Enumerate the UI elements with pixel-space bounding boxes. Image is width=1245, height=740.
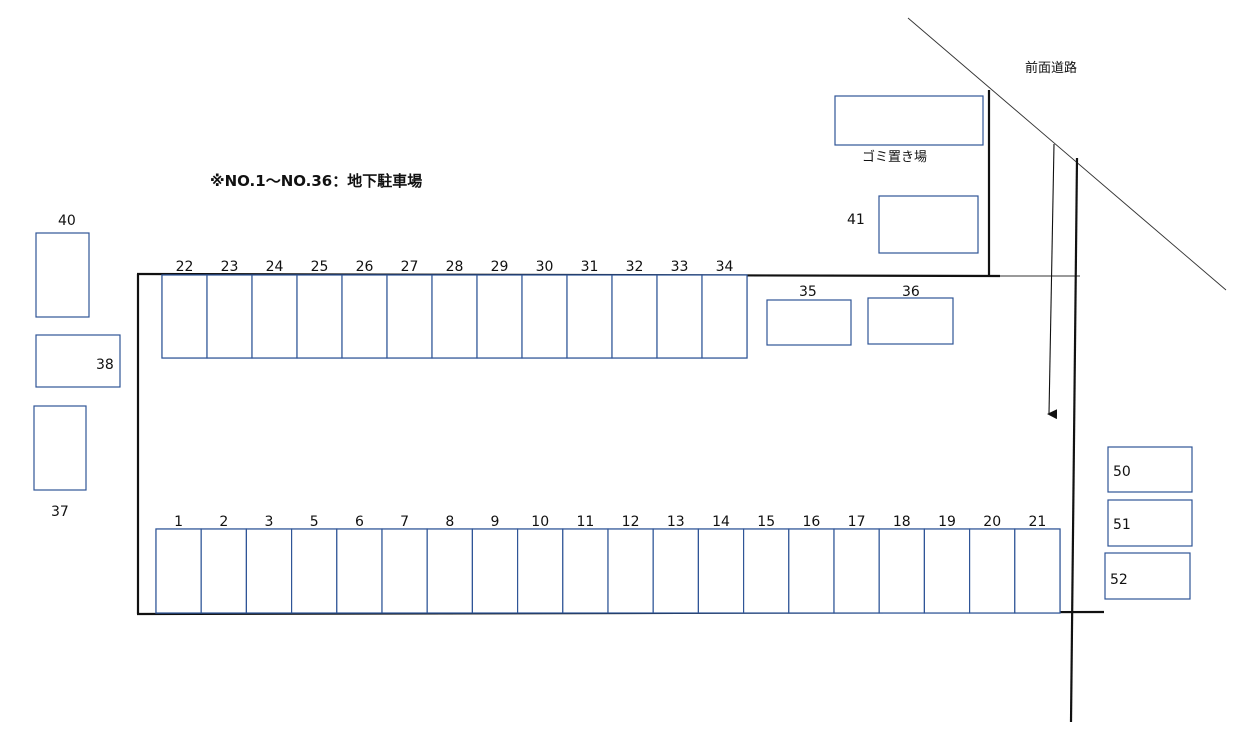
parking-space-9 bbox=[471, 528, 519, 614]
parking-space-17 bbox=[833, 528, 880, 614]
parking-space-14 bbox=[697, 528, 745, 614]
space-15-label: 15 bbox=[757, 514, 775, 530]
parking-space-31 bbox=[566, 274, 613, 359]
parking-space-21 bbox=[1014, 528, 1061, 614]
parking-space-27 bbox=[386, 274, 433, 359]
parking-space-18 bbox=[878, 528, 926, 614]
parking-space-1 bbox=[155, 528, 202, 614]
space-34-label: 34 bbox=[716, 259, 734, 275]
space-9-label: 9 bbox=[491, 514, 500, 530]
space-31-label: 31 bbox=[581, 259, 599, 275]
parking-space-28 bbox=[431, 274, 478, 359]
space-13-label: 13 bbox=[667, 514, 685, 530]
space-37-label: 37 bbox=[51, 504, 69, 520]
space-50-label: 50 bbox=[1113, 464, 1131, 480]
parking-space-52 bbox=[1104, 552, 1191, 600]
parking-space-33 bbox=[656, 274, 703, 359]
parking-space-8 bbox=[426, 528, 474, 614]
space-51-label: 51 bbox=[1113, 517, 1131, 533]
parking-space-24 bbox=[251, 274, 298, 359]
top-row-spaces: 22 23 24 25 26 27 28 29 30 31 32 33 34 bbox=[161, 259, 748, 359]
parking-space-13 bbox=[652, 528, 700, 614]
space-35-label: 35 bbox=[799, 284, 817, 300]
parking-space-30 bbox=[521, 274, 568, 359]
space-20-label: 20 bbox=[983, 514, 1001, 530]
parking-space-19 bbox=[923, 528, 971, 614]
space-33-label: 33 bbox=[671, 259, 689, 275]
space-18-label: 18 bbox=[893, 514, 911, 530]
space-11-label: 11 bbox=[576, 514, 594, 530]
parking-space-26 bbox=[341, 274, 388, 359]
road-label: 前面道路 bbox=[1025, 60, 1077, 76]
space-26-label: 26 bbox=[356, 259, 374, 275]
parking-space-29 bbox=[476, 274, 523, 359]
parking-space-2 bbox=[200, 528, 247, 614]
parking-space-11 bbox=[562, 528, 609, 614]
parking-space-34 bbox=[701, 274, 748, 359]
parking-space-6 bbox=[336, 528, 383, 614]
space-22-label: 22 bbox=[176, 259, 194, 275]
space-28-label: 28 bbox=[446, 259, 464, 275]
space-12-label: 12 bbox=[622, 514, 640, 530]
parking-space-15 bbox=[742, 528, 790, 614]
space-14-label: 14 bbox=[712, 514, 730, 530]
space-21-label: 21 bbox=[1028, 514, 1046, 530]
parking-space-38 bbox=[35, 334, 121, 388]
space-19-label: 19 bbox=[938, 514, 956, 530]
parking-space-20 bbox=[968, 528, 1016, 614]
space-52-label: 52 bbox=[1110, 572, 1128, 588]
parking-space-41 bbox=[878, 195, 979, 254]
garbage-area-label: ゴミ置き場 bbox=[862, 149, 927, 165]
space-23-label: 23 bbox=[221, 259, 239, 275]
space-24-label: 24 bbox=[266, 259, 284, 275]
parking-space-32 bbox=[611, 274, 658, 359]
parking-space-36 bbox=[867, 297, 954, 345]
space-41-label: 41 bbox=[847, 212, 865, 228]
parking-space-3 bbox=[245, 528, 293, 614]
space-27-label: 27 bbox=[401, 259, 419, 275]
parking-space-7 bbox=[381, 528, 428, 614]
space-25-label: 25 bbox=[311, 259, 329, 275]
road-edge-line bbox=[907, 17, 1227, 291]
space-2-label: 2 bbox=[219, 514, 228, 530]
parking-space-25 bbox=[296, 274, 343, 359]
underground-parking-note: ※NO.1～NO.36：地下駐車場 bbox=[210, 172, 422, 190]
space-3-label: 3 bbox=[265, 514, 274, 530]
parking-space-16 bbox=[788, 528, 835, 614]
entrance-wall bbox=[1069, 157, 1079, 723]
space-16-label: 16 bbox=[802, 514, 820, 530]
space-5-label: 5 bbox=[310, 514, 319, 530]
parking-space-40 bbox=[35, 232, 90, 318]
parking-space-10 bbox=[516, 528, 564, 614]
parking-space-23 bbox=[206, 274, 253, 359]
space-10-label: 10 bbox=[531, 514, 549, 530]
space-40-label: 40 bbox=[58, 213, 76, 229]
space-6-label: 6 bbox=[355, 514, 364, 530]
parking-space-5 bbox=[291, 528, 338, 614]
entrance-direction-arrow-icon bbox=[1047, 143, 1058, 420]
space-29-label: 29 bbox=[491, 259, 509, 275]
space-7-label: 7 bbox=[400, 514, 409, 530]
space-17-label: 17 bbox=[848, 514, 866, 530]
space-36-label: 36 bbox=[902, 284, 920, 300]
garbage-area bbox=[834, 95, 984, 146]
space-8-label: 8 bbox=[445, 514, 454, 530]
space-38-label: 38 bbox=[96, 357, 114, 373]
parking-space-51 bbox=[1107, 499, 1193, 547]
space-30-label: 30 bbox=[536, 259, 554, 275]
parking-space-35 bbox=[766, 299, 852, 346]
space-32-label: 32 bbox=[626, 259, 644, 275]
parking-space-12 bbox=[607, 528, 654, 614]
parking-space-50 bbox=[1107, 446, 1193, 493]
space-1-label: 1 bbox=[174, 514, 183, 530]
parking-space-37 bbox=[33, 405, 87, 491]
parking-space-22 bbox=[161, 274, 208, 359]
